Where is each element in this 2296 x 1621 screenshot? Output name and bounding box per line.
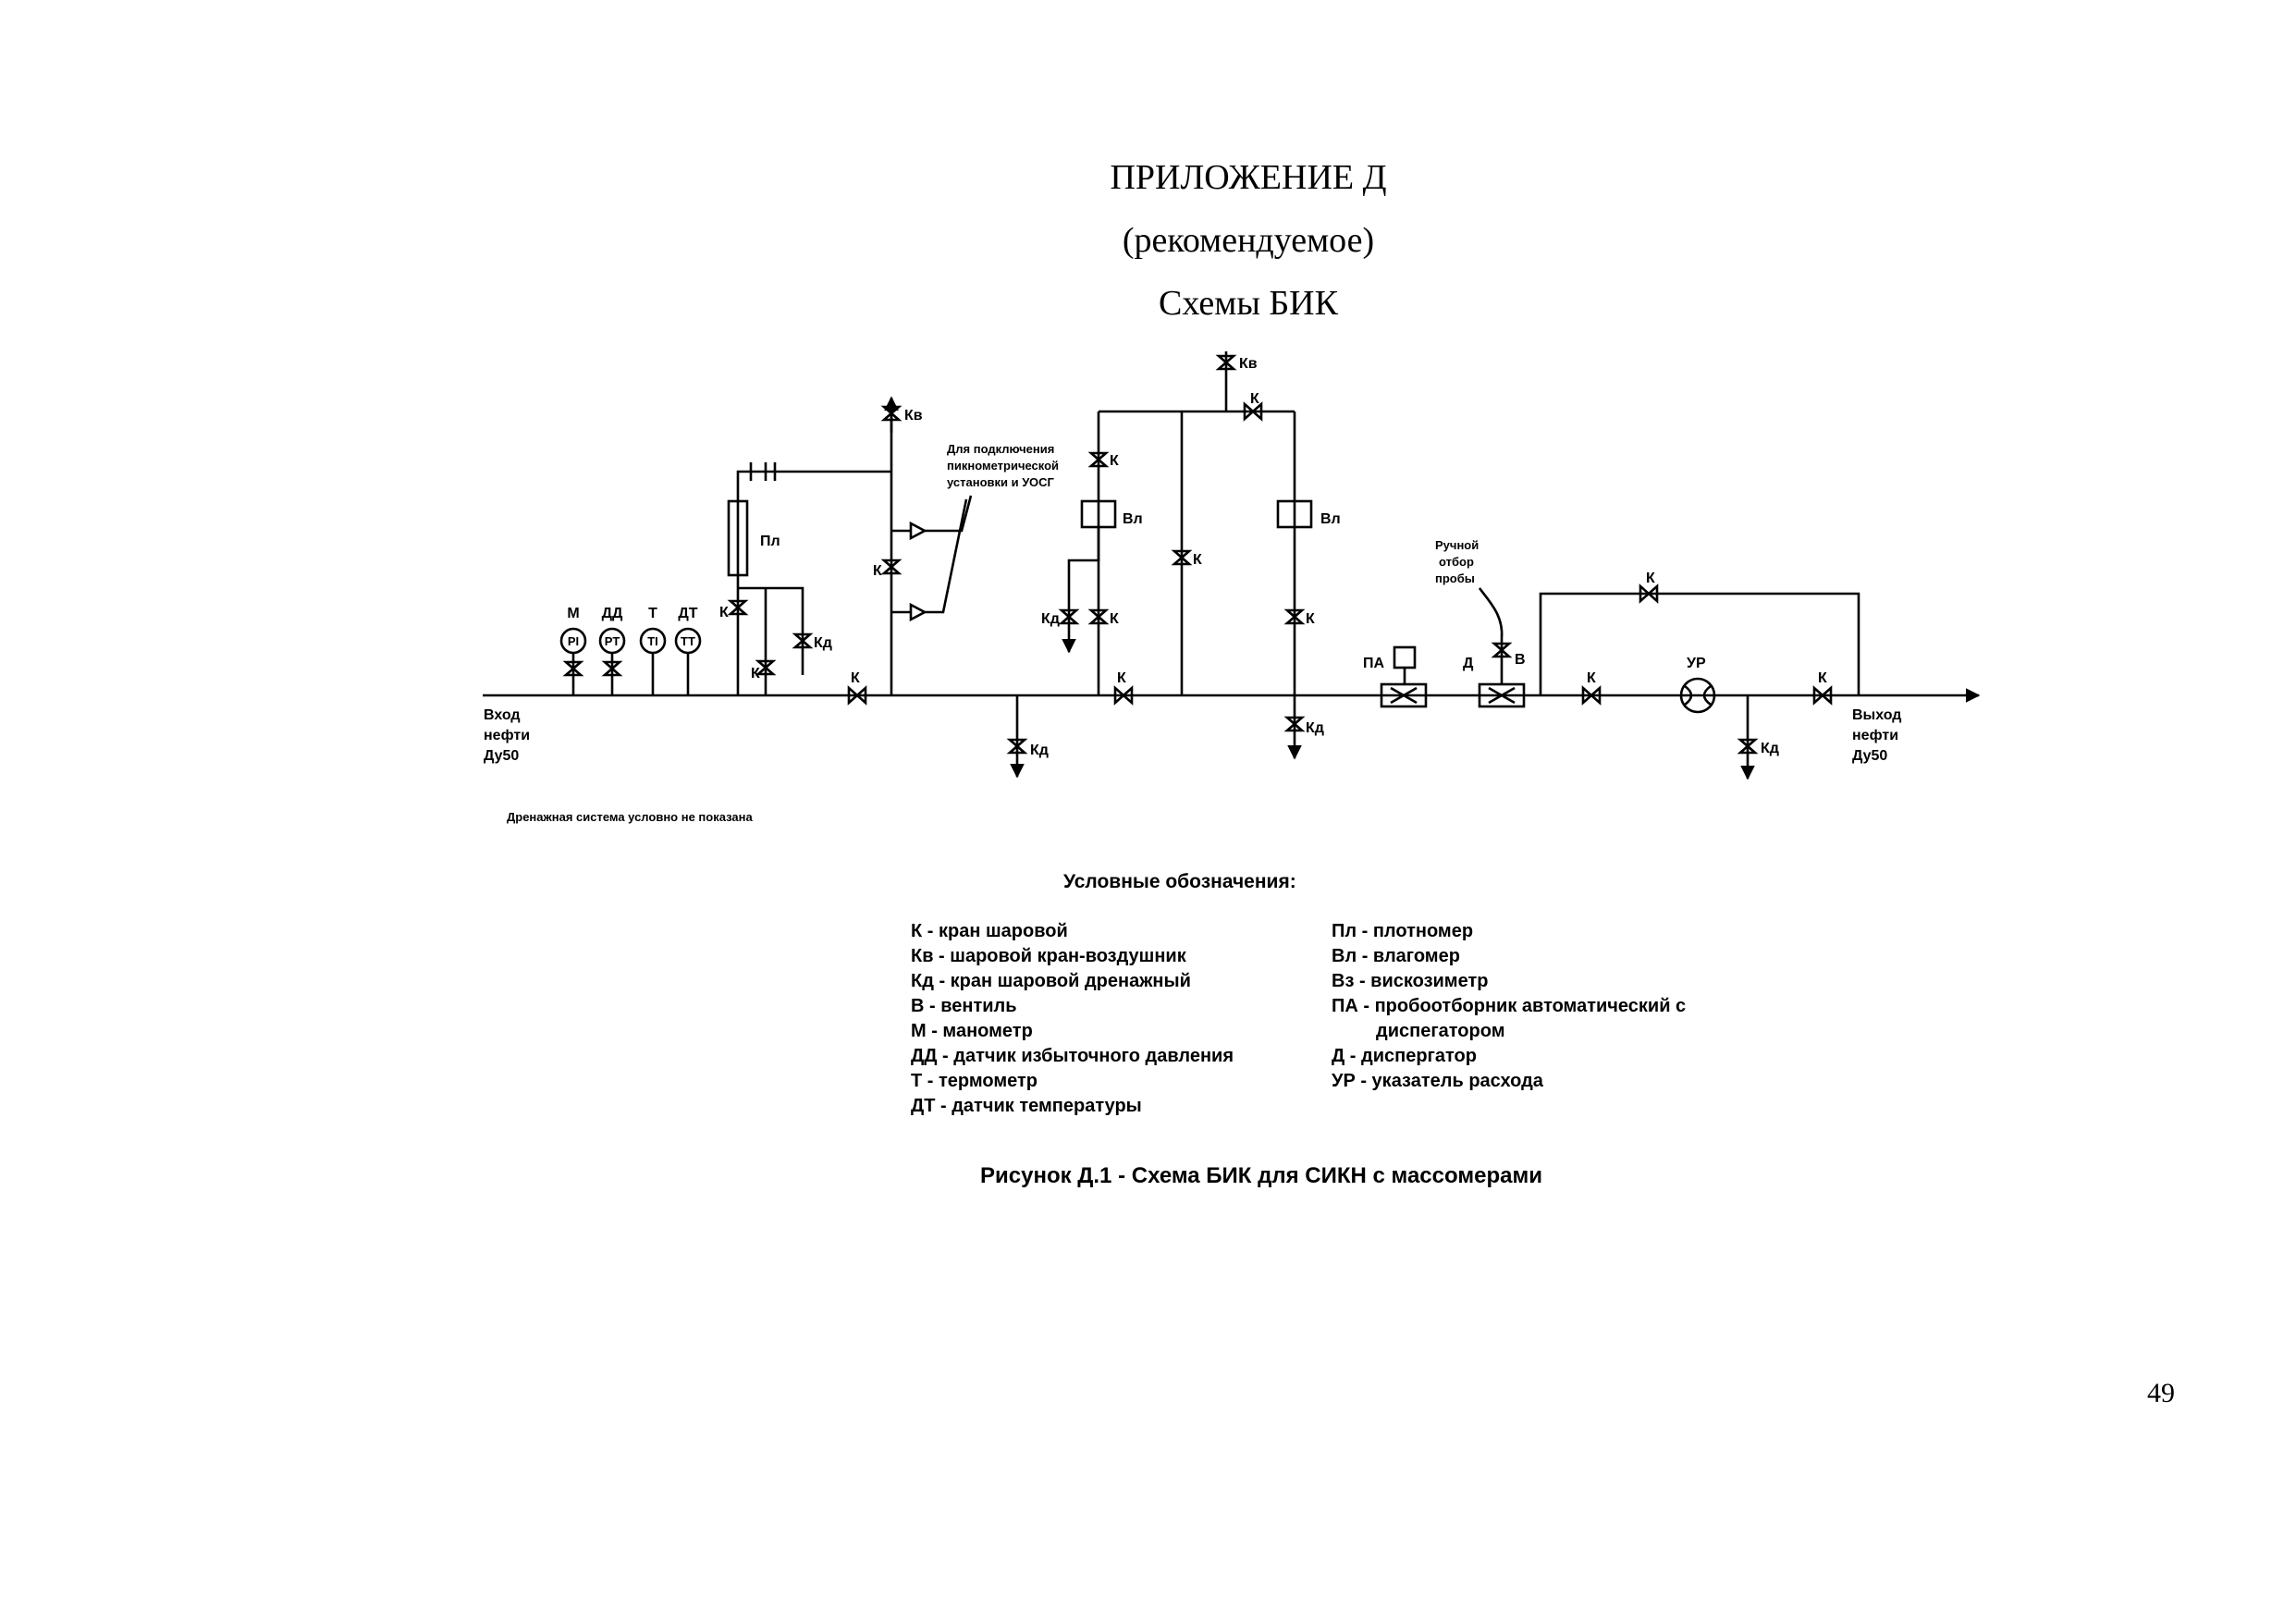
instrument-symbol: PI <box>568 634 579 648</box>
instrument-label: Т <box>648 606 657 621</box>
svg-text:установки и УОСГ: установки и УОСГ <box>947 475 1054 489</box>
svg-text:пробы: пробы <box>1435 571 1475 585</box>
svg-text:К: К <box>1193 552 1202 568</box>
inlet-label: Вход нефти Ду50 <box>484 707 530 764</box>
legend-item: Пл - плотномер <box>1332 921 1474 941</box>
instrument-label: ДД <box>602 606 623 621</box>
drain-valve: Кд <box>1737 695 1779 780</box>
svg-text:К: К <box>1818 670 1827 686</box>
ball-valve: К <box>847 670 867 706</box>
svg-text:К: К <box>1646 571 1655 586</box>
svg-text:ПА: ПА <box>1363 656 1385 671</box>
svg-text:Выход: Выход <box>1852 707 1901 723</box>
legend-left-column: К - кран шаровой Кв - шаровой кран-возду… <box>911 919 1234 1119</box>
svg-text:Кд: Кд <box>814 635 832 651</box>
legend-item: ДТ - датчик температуры <box>911 1096 1142 1116</box>
pressure-gauge: PI М <box>559 606 587 695</box>
legend-item: ПА - пробоотборник автоматический с <box>1332 996 1687 1016</box>
air-vent-top: Кв К <box>1215 351 1263 422</box>
automatic-sampler: ПА <box>1363 645 1428 708</box>
svg-text:нефти: нефти <box>1852 728 1898 743</box>
legend-item: УР - указатель расхода <box>1332 1071 1543 1091</box>
disperser: Д В Ручной отбор пробы <box>1435 538 1526 708</box>
svg-text:К: К <box>1250 391 1259 407</box>
svg-text:К: К <box>751 666 760 682</box>
svg-text:Кд: Кд <box>1030 743 1049 758</box>
legend-item: ДД - датчик избыточного давления <box>911 1046 1234 1066</box>
svg-text:Кв: Кв <box>1239 356 1258 372</box>
svg-text:Кд: Кд <box>1041 611 1060 627</box>
density-meter <box>727 499 749 577</box>
temperature-transmitter: TT ДТ <box>674 606 702 695</box>
ball-valve: К <box>1812 670 1833 706</box>
svg-text:К: К <box>1306 611 1315 627</box>
svg-text:Для подключения: Для подключения <box>947 442 1054 456</box>
svg-text:Пл: Пл <box>760 534 780 549</box>
svg-text:К: К <box>873 563 882 579</box>
svg-text:Ду50: Ду50 <box>484 748 519 764</box>
legend-title: Условные обозначения: <box>1063 871 1296 892</box>
density-meter-branch: Пл К К Кд <box>719 462 892 695</box>
flow-bypass: К <box>1539 571 1860 695</box>
svg-text:Ручной: Ручной <box>1435 538 1479 552</box>
riser-branch: Кв К Для подключения пикнометрической ус… <box>873 396 1059 695</box>
svg-text:отбор: отбор <box>1439 555 1474 569</box>
instrument-symbol: TI <box>647 634 658 648</box>
moisture-meter <box>1276 499 1313 529</box>
figure-caption: Рисунок Д.1 - Схема БИК для СИКН с массо… <box>980 1163 1542 1188</box>
instrument-symbol: TT <box>681 634 695 648</box>
pressure-transmitter: PT ДД <box>598 606 626 695</box>
legend-item: Вл - влагомер <box>1332 946 1460 966</box>
legend-item: Т - термометр <box>911 1071 1038 1091</box>
drain-valve: Кд <box>1006 695 1049 779</box>
svg-text:УР: УР <box>1687 656 1706 671</box>
svg-text:Вход: Вход <box>484 707 521 723</box>
svg-text:К: К <box>851 670 860 686</box>
instrument-group: PI М PT ДД TI Т TT ДТ <box>559 606 702 695</box>
instrument-label: ДТ <box>678 606 697 621</box>
svg-text:К: К <box>1587 670 1596 686</box>
legend-right-column: Пл - плотномер Вл - влагомер Вз - вискоз… <box>1332 919 1686 1094</box>
bypass-line: К <box>1171 411 1202 695</box>
flow-indicator: УР <box>1679 656 1716 714</box>
legend-item: К - кран шаровой <box>911 921 1068 941</box>
svg-text:К: К <box>719 605 729 620</box>
legend-item: Вз - вискозиметр <box>1332 971 1489 991</box>
drain-note: Дренажная система условно не показана <box>507 810 753 824</box>
svg-text:Ду50: Ду50 <box>1852 748 1887 764</box>
svg-text:К: К <box>1110 453 1119 469</box>
moisture-meter-branch-1: К Вл Кд К К <box>1041 410 1295 706</box>
legend-item: В - вентиль <box>911 996 1017 1016</box>
legend-item: диспегатором <box>1376 1021 1505 1041</box>
page-number: 49 <box>2147 1378 2175 1408</box>
moisture-meter-branch-2: Вл К Кд <box>1276 411 1341 760</box>
svg-text:пикнометрической: пикнометрической <box>947 459 1059 473</box>
instrument-symbol: PT <box>605 634 620 648</box>
thermometer: TI Т <box>639 606 667 695</box>
svg-text:Д: Д <box>1463 656 1474 671</box>
legend-item: Кд - кран шаровой дренажный <box>911 971 1191 991</box>
legend-item: М - манометр <box>911 1021 1033 1041</box>
svg-text:нефти: нефти <box>484 728 530 743</box>
svg-text:Кд: Кд <box>1306 720 1324 736</box>
svg-text:Вл: Вл <box>1320 511 1341 527</box>
svg-text:Кд: Кд <box>1761 741 1779 756</box>
svg-text:К: К <box>1117 670 1126 686</box>
svg-text:Вл: Вл <box>1123 511 1143 527</box>
legend-item: Д - диспергатор <box>1332 1046 1477 1066</box>
svg-text:В: В <box>1515 652 1526 668</box>
outlet-label: Выход нефти Ду50 <box>1852 707 1901 764</box>
appendix-title: Схемы БИК <box>1159 284 1338 323</box>
appendix-status: (рекомендуемое) <box>1122 221 1375 260</box>
svg-text:Кв: Кв <box>904 408 923 424</box>
instrument-label: М <box>567 606 579 621</box>
appendix-heading: ПРИЛОЖЕНИЕ Д <box>1110 158 1387 197</box>
svg-text:К: К <box>1110 611 1119 627</box>
legend-item: Кв - шаровой кран-воздушник <box>911 946 1186 966</box>
ball-valve: К <box>1581 670 1602 706</box>
